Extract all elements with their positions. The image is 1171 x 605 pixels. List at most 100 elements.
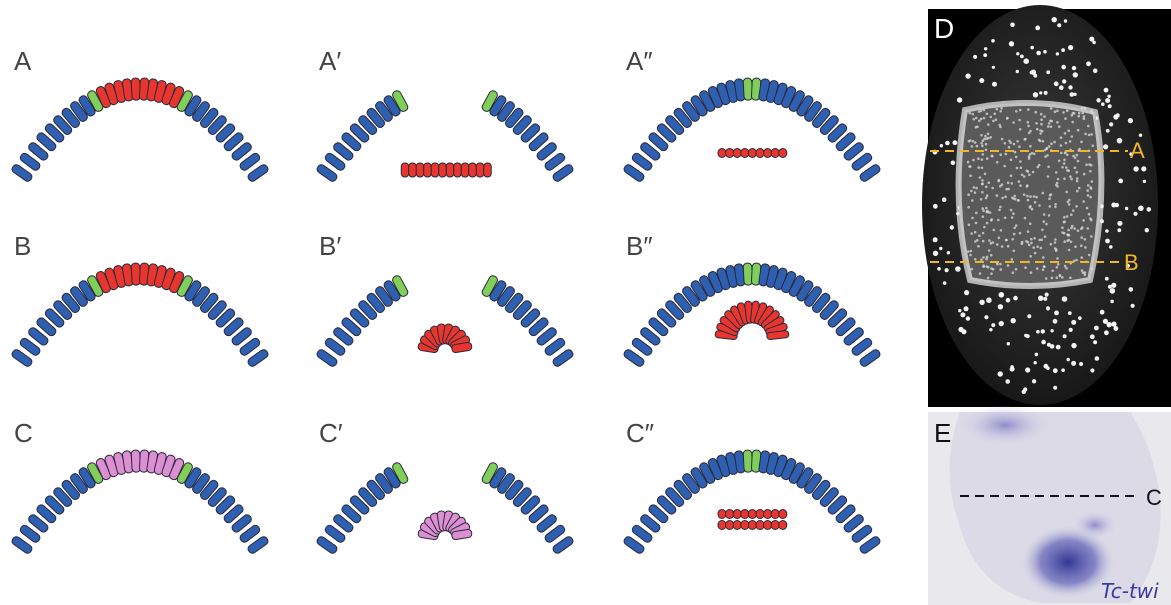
germ-band-nucleus bbox=[1000, 229, 1003, 232]
mesoderm-cell bbox=[476, 163, 484, 177]
mesoderm-cell bbox=[741, 510, 749, 519]
germ-band-nucleus bbox=[996, 243, 999, 246]
germ-band-nucleus bbox=[1061, 166, 1064, 169]
nucleus-dot bbox=[1041, 340, 1046, 345]
germ-band-nucleus bbox=[1019, 232, 1022, 235]
germ-band-nucleus bbox=[991, 155, 994, 158]
germ-band-nucleus bbox=[974, 191, 977, 194]
germ-band-nucleus bbox=[990, 254, 993, 257]
germ-band-nucleus bbox=[1014, 151, 1017, 154]
germ-band-nucleus bbox=[1039, 129, 1042, 132]
germ-band-nucleus bbox=[1088, 134, 1091, 137]
nucleus-dot bbox=[1116, 113, 1120, 117]
germ-band-nucleus bbox=[1010, 209, 1013, 212]
germ-band-nucleus bbox=[1082, 219, 1085, 222]
germ-band-nucleus bbox=[1028, 132, 1031, 135]
germ-band-nucleus bbox=[1040, 113, 1043, 116]
germ-band-nucleus bbox=[1066, 240, 1069, 243]
germ-band-nucleus bbox=[981, 179, 984, 182]
germ-band-nucleus bbox=[1042, 192, 1045, 195]
schematic-panels: AA′A″BB′B″CC′C″ bbox=[11, 46, 882, 555]
germ-band-nucleus bbox=[996, 194, 999, 197]
germ-band-nucleus bbox=[1090, 109, 1093, 112]
germ-band-nucleus bbox=[1003, 165, 1006, 168]
germ-band-nucleus bbox=[1068, 203, 1071, 206]
mesoderm-cell bbox=[439, 163, 447, 177]
germ-band-nucleus bbox=[977, 245, 980, 248]
germ-band-nucleus bbox=[999, 268, 1002, 271]
mesoderm-cell bbox=[756, 149, 764, 158]
panel-label-d: D bbox=[934, 13, 954, 44]
nucleus-dot bbox=[1009, 41, 1014, 46]
germ-band-nucleus bbox=[1018, 119, 1021, 122]
germ-band-nucleus bbox=[1056, 257, 1059, 260]
germ-band-nucleus bbox=[1056, 110, 1059, 113]
nucleus-dot bbox=[1145, 228, 1149, 232]
nucleus-dot bbox=[1007, 342, 1010, 345]
mesoderm-cell bbox=[756, 521, 764, 530]
germ-band-nucleus bbox=[1035, 111, 1038, 114]
mesoderm-cell bbox=[726, 149, 734, 158]
germ-band-nucleus bbox=[983, 226, 986, 229]
nucleus-dot bbox=[1109, 245, 1113, 249]
nucleus-dot bbox=[998, 371, 1003, 376]
germ-band-nucleus bbox=[990, 219, 993, 222]
nucleus-dot bbox=[1138, 206, 1144, 212]
nucleus-dot bbox=[1103, 144, 1108, 149]
germ-band-nucleus bbox=[1050, 142, 1053, 145]
mesoderm-cell bbox=[484, 163, 492, 177]
nucleus-dot bbox=[933, 251, 938, 256]
nucleus-dot bbox=[1025, 367, 1030, 372]
germ-band-nucleus bbox=[1029, 145, 1032, 148]
nucleus-dot bbox=[979, 300, 984, 305]
germ-band-nucleus bbox=[1048, 214, 1051, 217]
nucleus-dot bbox=[1043, 50, 1047, 54]
nucleus-dot bbox=[1128, 118, 1133, 123]
mesoderm-cell bbox=[771, 510, 779, 519]
germ-band-nucleus bbox=[1080, 256, 1083, 259]
germ-band bbox=[959, 103, 1102, 286]
germ-band-nucleus bbox=[981, 182, 984, 185]
germ-band-nucleus bbox=[1082, 200, 1085, 203]
nucleus-dot bbox=[1036, 330, 1040, 334]
germ-band-nucleus bbox=[980, 118, 983, 121]
germ-band-nucleus bbox=[1018, 180, 1021, 183]
germ-band-nucleus bbox=[1091, 268, 1094, 271]
germ-band-nucleus bbox=[1033, 153, 1036, 156]
nucleus-dot bbox=[1105, 277, 1109, 281]
germ-band-nucleus bbox=[997, 180, 1000, 183]
germ-band-nucleus bbox=[1067, 129, 1070, 132]
germ-band-nucleus bbox=[986, 157, 989, 160]
germ-band-nucleus bbox=[1063, 216, 1066, 219]
germ-band-nucleus bbox=[1030, 271, 1033, 274]
nucleus-dot bbox=[1068, 85, 1072, 89]
nucleus-dot bbox=[1046, 70, 1050, 74]
germ-band-nucleus bbox=[1011, 258, 1014, 261]
germ-band-nucleus bbox=[982, 240, 985, 243]
germ-band-nucleus bbox=[986, 222, 989, 225]
germ-band-nucleus bbox=[975, 187, 978, 190]
germ-band-nucleus bbox=[1070, 227, 1073, 230]
germ-band-nucleus bbox=[1008, 146, 1011, 149]
germ-band-nucleus bbox=[1016, 140, 1019, 143]
germ-band-nucleus bbox=[1078, 149, 1081, 152]
mesoderm-cell bbox=[733, 510, 741, 519]
germ-band-nucleus bbox=[1070, 241, 1073, 244]
nucleus-dot bbox=[1023, 58, 1029, 64]
mesoderm-cell bbox=[726, 510, 734, 519]
germ-band-nucleus bbox=[978, 120, 981, 123]
nucleus-dot bbox=[1057, 23, 1061, 27]
germ-band-nucleus bbox=[1007, 245, 1010, 248]
mesoderm-cell bbox=[741, 149, 749, 158]
nucleus-dot bbox=[965, 73, 970, 78]
nucleus-dot bbox=[1030, 46, 1034, 50]
germ-band-nucleus bbox=[1050, 120, 1053, 123]
germ-band-nucleus bbox=[1089, 196, 1092, 199]
germ-band-nucleus bbox=[1020, 167, 1023, 170]
mesoderm-cell bbox=[401, 163, 409, 177]
germ-band-nucleus bbox=[982, 264, 985, 267]
germ-band-nucleus bbox=[1015, 156, 1018, 159]
germ-band-nucleus bbox=[1007, 188, 1010, 191]
mesoderm-cell bbox=[409, 163, 417, 177]
germ-band-nucleus bbox=[985, 186, 988, 189]
